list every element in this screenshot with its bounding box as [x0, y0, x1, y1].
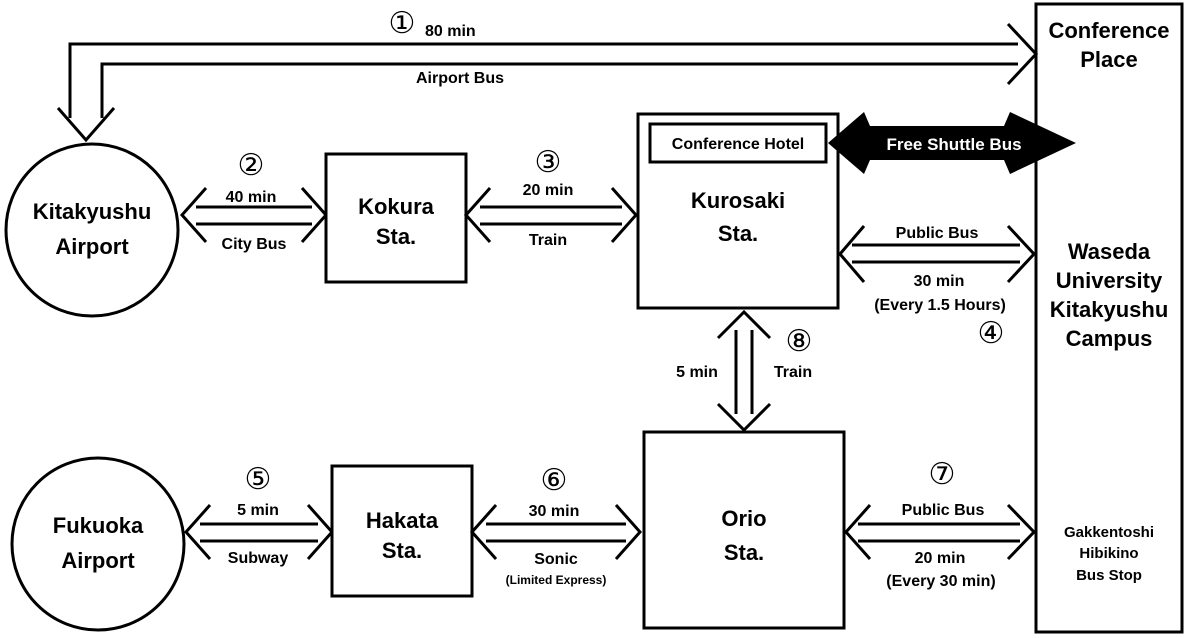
campus-line2: University	[1056, 268, 1163, 293]
route-8-mode: Train	[774, 364, 812, 381]
route-7-time: 20 min	[915, 550, 966, 567]
kokura-station-line2: Sta.	[376, 224, 416, 249]
conference-hotel-label: Conference Hotel	[672, 136, 804, 153]
route-3-mode: Train	[529, 232, 567, 249]
bus-stop-line1: Gakkentoshi	[1064, 524, 1154, 541]
route-6-arrow	[469, 504, 643, 560]
venue-box	[1034, 2, 1184, 634]
kurosaki-station-line1: Kurosaki	[691, 188, 785, 213]
orio-station-line1: Orio	[721, 506, 766, 531]
route-8-number: ⑧	[786, 325, 813, 358]
campus-line3: Kitakyushu	[1050, 297, 1169, 322]
route-4-frequency: (Every 1.5 Hours)	[874, 297, 1006, 314]
route-6-mode: Sonic	[534, 551, 578, 568]
route-1-time: 80 min	[425, 23, 476, 40]
route-3-arrow	[463, 187, 639, 243]
route-7-number: ⑦	[929, 458, 956, 491]
route-4-number: ④	[978, 317, 1005, 350]
route-5-time: 5 min	[237, 502, 279, 519]
venue-title-line1: Conference	[1048, 18, 1169, 43]
venue-title-line2: Place	[1080, 47, 1138, 72]
kurosaki-station-line2: Sta.	[718, 221, 758, 246]
route-2-mode: City Bus	[222, 236, 287, 253]
fukuoka-airport-node	[10, 456, 186, 632]
hakata-station-node	[330, 464, 474, 598]
route-8-time: 5 min	[676, 364, 718, 381]
shuttle-label: Free Shuttle Bus	[886, 135, 1021, 154]
shuttle-arrow	[828, 112, 1076, 174]
route-7-arrow	[843, 503, 1037, 561]
route-4-time: 30 min	[914, 273, 965, 290]
route-8-arrow	[716, 309, 772, 433]
route-5-mode: Subway	[228, 550, 289, 567]
route-2-time: 40 min	[226, 189, 277, 206]
bus-stop-line3: Bus Stop	[1076, 567, 1142, 584]
kitakyushu-airport-line1: Kitakyushu	[33, 199, 152, 224]
hakata-station-line2: Sta.	[382, 538, 422, 563]
hakata-station-line1: Hakata	[366, 508, 439, 533]
route-6-number: ⑥	[541, 464, 568, 497]
route-5-number: ⑤	[245, 463, 272, 496]
kokura-station-node	[324, 152, 468, 284]
bus-stop-line2: Hibikino	[1079, 545, 1138, 562]
conference-hotel-box	[648, 122, 828, 164]
orio-station-line2: Sta.	[724, 540, 764, 565]
route-4-arrow	[838, 224, 1037, 284]
campus-line1: Waseda	[1068, 239, 1151, 264]
route-7-frequency: (Every 30 min)	[886, 573, 995, 590]
route-6-time: 30 min	[529, 503, 580, 520]
route-2-number: ②	[238, 149, 265, 182]
route-1-mode: Airport Bus	[416, 70, 504, 87]
kitakyushu-airport-line2: Airport	[55, 234, 129, 259]
campus-line4: Campus	[1066, 326, 1153, 351]
route-3-number: ③	[535, 146, 562, 179]
route-7-mode: Public Bus	[902, 502, 985, 519]
fukuoka-airport-line2: Airport	[61, 548, 135, 573]
route-1-number: ①	[389, 7, 416, 40]
route-6-note: (Limited Express)	[506, 573, 607, 587]
route-3-time: 20 min	[523, 182, 574, 199]
route-1-arrow	[56, 22, 1039, 143]
fukuoka-airport-line1: Fukuoka	[53, 513, 144, 538]
kokura-station-line1: Kokura	[358, 194, 435, 219]
kitakyushu-airport-node	[4, 142, 180, 318]
route-4-mode: Public Bus	[896, 225, 979, 242]
orio-station-node	[642, 430, 846, 630]
